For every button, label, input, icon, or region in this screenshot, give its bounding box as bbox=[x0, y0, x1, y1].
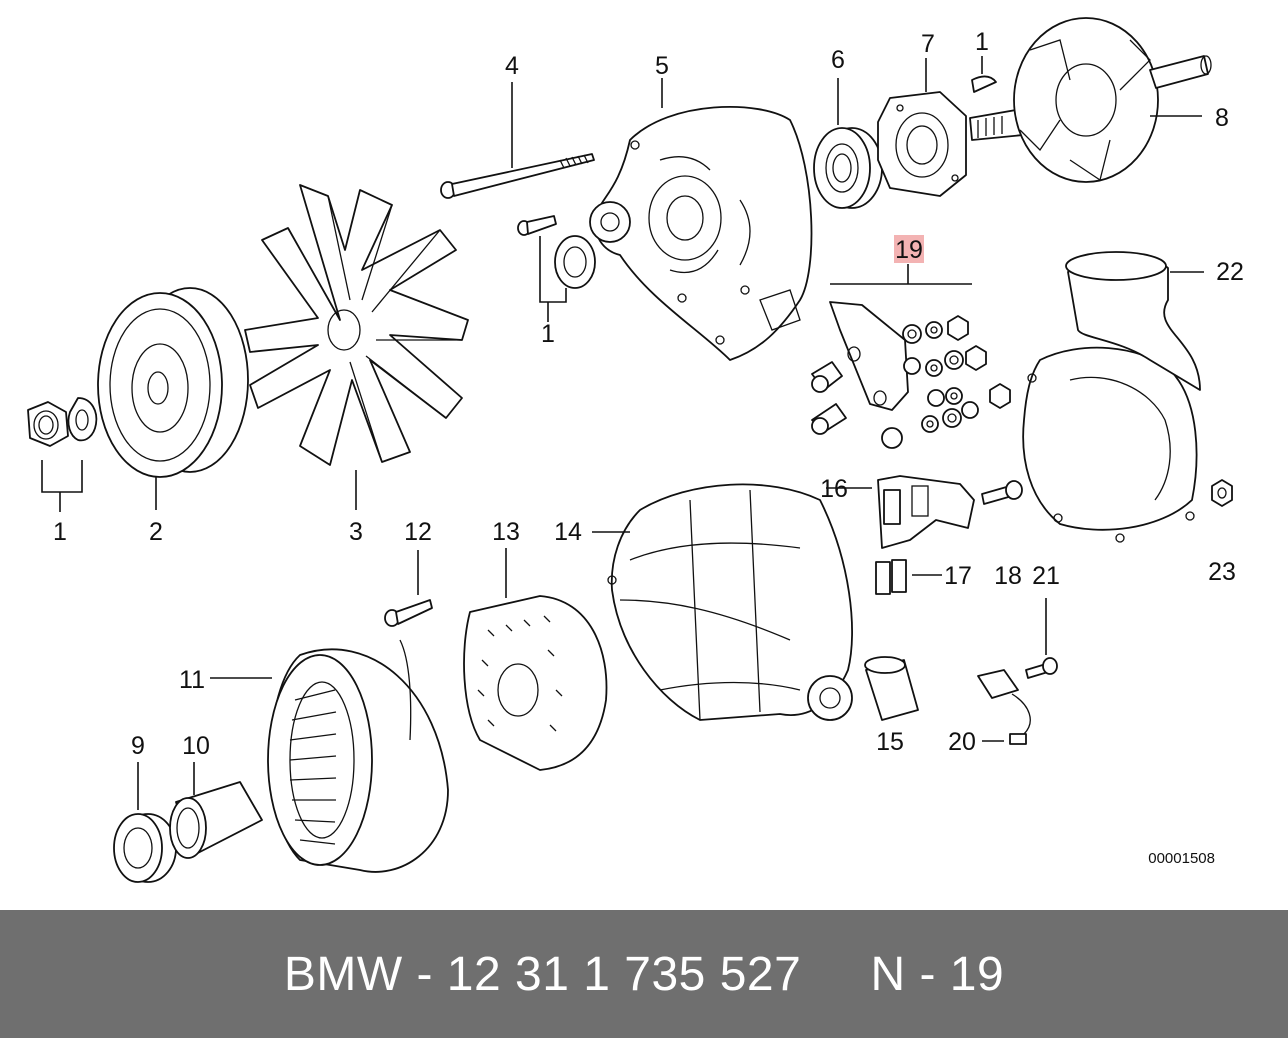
part-key bbox=[971, 75, 997, 93]
callout-23: 23 bbox=[1208, 558, 1236, 586]
callout-7: 7 bbox=[921, 30, 935, 58]
part-sleeve bbox=[864, 656, 919, 721]
part-screw-21 bbox=[1025, 657, 1058, 679]
callout-20: 20 bbox=[948, 728, 976, 756]
part-screw-12 bbox=[384, 599, 433, 627]
part-nut-right bbox=[1211, 479, 1233, 507]
image-code: 00001508 bbox=[1148, 850, 1215, 867]
callout-17: 17 bbox=[944, 562, 972, 590]
callout-13: 13 bbox=[492, 518, 520, 546]
part-regulator bbox=[875, 475, 975, 595]
part-pulley bbox=[97, 287, 249, 478]
part-fan bbox=[244, 184, 469, 466]
part-bearing-top bbox=[813, 127, 883, 209]
callout-3: 3 bbox=[349, 518, 363, 546]
part-bearing-bottom bbox=[113, 813, 177, 883]
callout-2: 2 bbox=[149, 518, 163, 546]
part-bushing bbox=[169, 781, 263, 859]
callout-5: 5 bbox=[655, 52, 669, 80]
part-nut-washer bbox=[27, 397, 98, 447]
callout-8: 8 bbox=[1215, 104, 1229, 132]
callout-21: 21 bbox=[1032, 562, 1060, 590]
part-rotor bbox=[969, 17, 1212, 183]
callout-14: 14 bbox=[554, 518, 582, 546]
callout-19: 19 bbox=[895, 236, 923, 264]
callout-4: 4 bbox=[505, 52, 519, 80]
callout-1c: 1 bbox=[975, 28, 989, 56]
callout-18: 18 bbox=[994, 562, 1022, 590]
part-drive-housing bbox=[607, 483, 853, 721]
callout-10: 10 bbox=[182, 732, 210, 760]
part-suppressor bbox=[977, 669, 1031, 745]
parts-diagram: 1 2 3 4 5 6 7 1 8 1 19 22 16 18 17 23 21… bbox=[27, 17, 1244, 883]
callout-19-highlight bbox=[894, 235, 924, 263]
part-stator bbox=[267, 639, 449, 873]
callout-16: 16 bbox=[820, 475, 848, 503]
part-bearing-plate bbox=[877, 91, 967, 197]
callout-12: 12 bbox=[404, 518, 432, 546]
part-screw-18 bbox=[981, 480, 1023, 505]
part-screw-seal bbox=[517, 215, 596, 289]
callout-1b: 1 bbox=[541, 320, 555, 348]
part-long-bolt bbox=[440, 153, 595, 199]
part-kit-19 bbox=[811, 301, 1011, 449]
part-number-footer: BMW - 12 31 1 735 527 N - 19 bbox=[0, 910, 1288, 1038]
callout-9: 9 bbox=[131, 732, 145, 760]
callout-6: 6 bbox=[831, 46, 845, 74]
callout-11: 11 bbox=[179, 666, 205, 694]
part-number-text: BMW - 12 31 1 735 527 N - 19 bbox=[283, 947, 1005, 1001]
part-end-housing bbox=[589, 105, 813, 361]
part-rectifier bbox=[463, 595, 608, 771]
part-cover bbox=[1022, 251, 1201, 543]
callout-1a: 1 bbox=[53, 518, 67, 546]
callout-15: 15 bbox=[876, 728, 904, 756]
callout-22: 22 bbox=[1216, 258, 1244, 286]
